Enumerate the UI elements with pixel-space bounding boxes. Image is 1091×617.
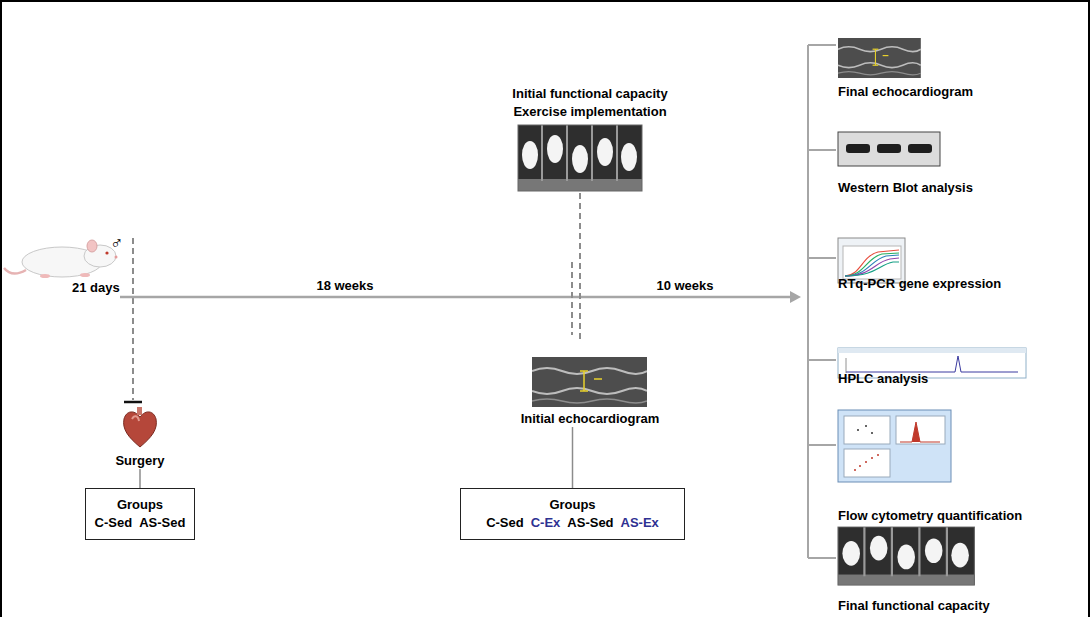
group-list: C-Sed AS-Sed	[95, 515, 186, 531]
annotation-label: Final functional capacity	[838, 598, 990, 614]
connector-line	[572, 427, 574, 488]
group-name: AS-Sed	[139, 515, 185, 531]
caption: Initial echocardiogram	[521, 411, 660, 427]
group-name: AS-Sed	[567, 515, 613, 531]
echocardiogram-illustration	[532, 357, 647, 407]
annotation-label: 18 weeks	[316, 278, 373, 294]
caption: Surgery	[115, 453, 164, 469]
group-box: GroupsC-Sed C-Ex AS-Sed AS-Ex	[460, 488, 685, 540]
figure-node: Surgery	[100, 405, 180, 469]
annotation-label: Western Blot analysis	[838, 180, 973, 196]
male-symbol: ♂	[110, 233, 124, 253]
annotation-label: RTq-PCR gene expression	[838, 276, 1001, 292]
group-box: GroupsC-Sed AS-Sed	[85, 488, 196, 540]
group-list: C-Sed C-Ex AS-Sed AS-Ex	[486, 515, 659, 531]
annotation-label: Final echocardiogram	[838, 84, 973, 100]
figure-node: Initial echocardiogram	[511, 357, 670, 427]
annotation-label: 10 weeks	[656, 278, 713, 294]
annotation-label: Flow cytometry quantification	[838, 508, 1022, 524]
group-name: C-Sed	[95, 515, 133, 531]
connector-line	[139, 469, 141, 488]
group-name: AS-Ex	[621, 515, 659, 531]
group-name: C-Ex	[531, 515, 561, 531]
group-name: C-Sed	[486, 515, 524, 531]
group-heading: Groups	[117, 497, 163, 513]
annotation-label: Initial functional capacity	[512, 86, 667, 102]
illustration	[532, 357, 647, 407]
annotation-label: 21 days	[72, 280, 120, 296]
annotation-label: HPLC analysis	[838, 371, 928, 387]
heart-illustration	[120, 405, 160, 449]
illustration	[120, 405, 160, 449]
group-heading: Groups	[549, 497, 595, 513]
annotation-label: Exercise implementation	[513, 104, 666, 120]
